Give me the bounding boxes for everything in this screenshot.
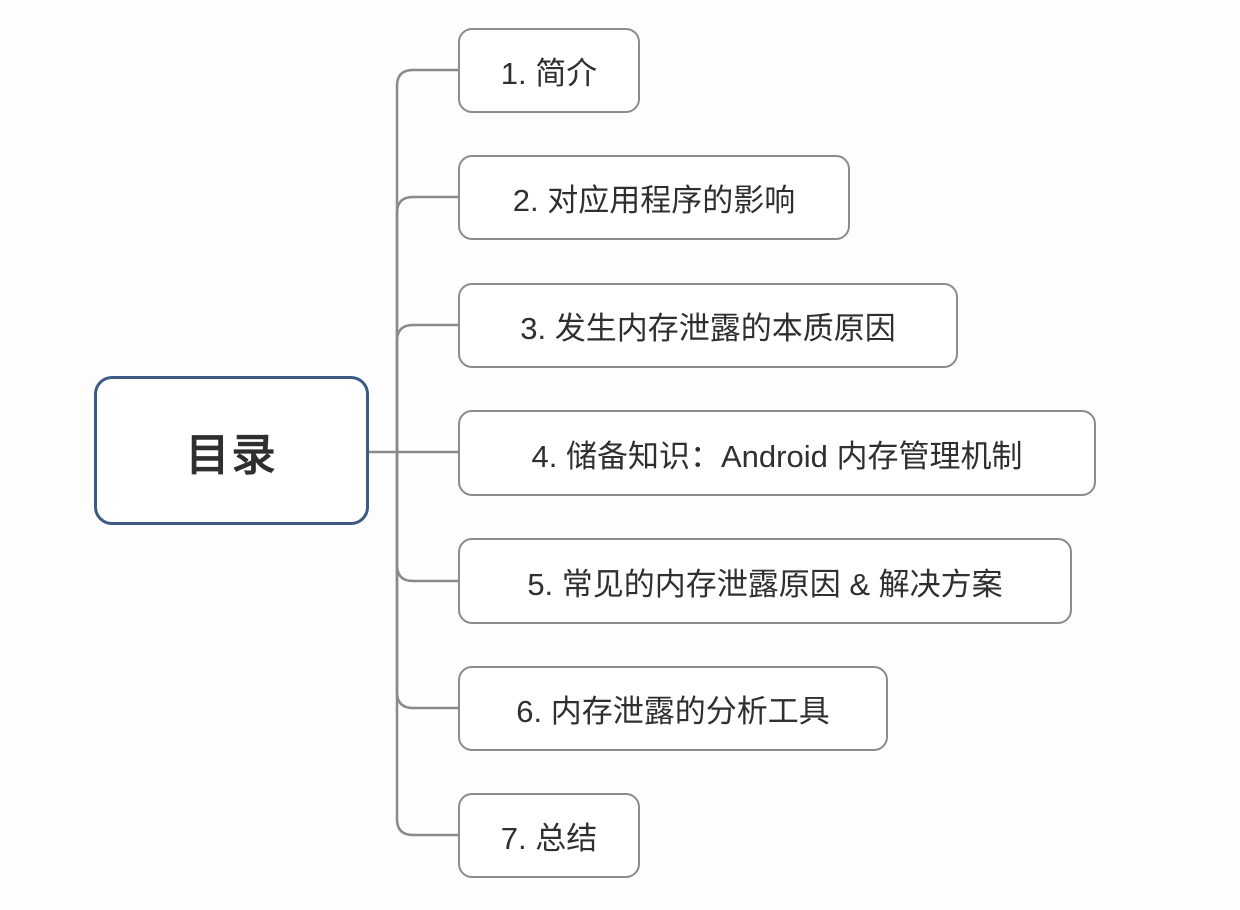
topic-node-5-common-causes[interactable]: 5. 常见的内存泄露原因 & 解决方案 [458,538,1072,624]
topic-node-1-intro[interactable]: 1. 简介 [458,28,640,113]
topic-node-7-summary[interactable]: 7. 总结 [458,793,640,878]
topic-label: 6. 内存泄露的分析工具 [516,694,830,729]
root-label: 目录 [185,430,278,480]
topic-label: 2. 对应用程序的影响 [512,183,796,218]
connector-topic-1 [395,68,460,454]
connector-topic-3 [395,323,460,454]
root-node-toc[interactable]: 目录 [94,376,369,525]
topic-label: 3. 发生内存泄露的本质原因 [520,311,896,346]
connector-topic-2 [395,195,460,454]
topic-node-3-root-cause[interactable]: 3. 发生内存泄露的本质原因 [458,283,958,368]
connector-topic-5 [395,450,460,583]
topic-node-6-analysis-tools[interactable]: 6. 内存泄露的分析工具 [458,666,888,751]
connector-topic-7 [395,450,460,837]
topic-label: 4. 储备知识：Android 内存管理机制 [531,438,1023,474]
topic-label: 5. 常见的内存泄露原因 & 解决方案 [527,566,1003,602]
topic-node-2-app-impact[interactable]: 2. 对应用程序的影响 [458,155,850,240]
topic-node-4-android-memory[interactable]: 4. 储备知识：Android 内存管理机制 [458,410,1096,496]
topic-label: 7. 总结 [500,821,598,856]
topic-label: 1. 简介 [500,56,598,91]
